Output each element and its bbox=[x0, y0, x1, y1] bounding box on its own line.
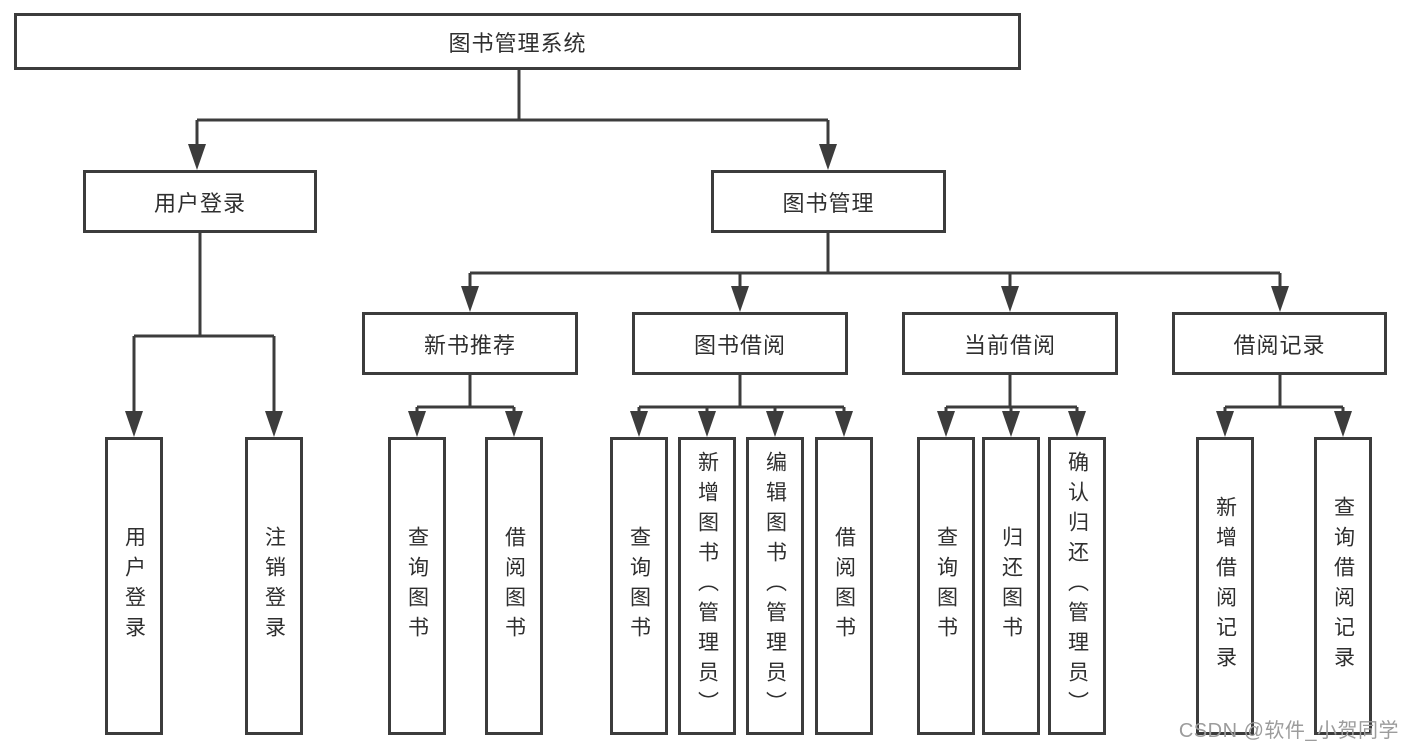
node-book-borrowing: 图书借阅 bbox=[632, 312, 848, 375]
node-label: 查询图书 bbox=[627, 526, 651, 646]
node-user-login: 用户登录 bbox=[83, 170, 317, 233]
node-current-borrowing: 当前借阅 bbox=[902, 312, 1118, 375]
node-label: 用户登录 bbox=[122, 526, 146, 646]
node-new-book-recommend: 新书推荐 bbox=[362, 312, 578, 375]
node-leaf-logout: 注销登录 bbox=[245, 437, 303, 735]
node-leaf-query-books-current: 查询图书 bbox=[917, 437, 975, 735]
branch-lines bbox=[134, 67, 1343, 409]
node-label: 新书推荐 bbox=[423, 332, 516, 358]
node-leaf-add-borrow-record: 新增借阅记录 bbox=[1196, 437, 1254, 735]
node-leaf-return-books: 归还图书 bbox=[982, 437, 1040, 735]
node-label: 用户登录 bbox=[153, 190, 246, 216]
node-label: 归还图书 bbox=[999, 526, 1023, 646]
node-label: 查询图书 bbox=[405, 526, 429, 646]
node-leaf-query-books-recommend: 查询图书 bbox=[388, 437, 446, 735]
node-label: 借阅记录 bbox=[1233, 332, 1326, 358]
csdn-watermark: CSDN @软件_小贺同学 bbox=[1178, 720, 1399, 742]
node-leaf-edit-books-admin: 编辑图书（管理员） bbox=[746, 437, 804, 735]
arrowheads bbox=[125, 120, 1352, 437]
node-label: 注销登录 bbox=[262, 526, 286, 646]
node-label: 借阅图书 bbox=[832, 526, 856, 646]
node-leaf-user-login: 用户登录 bbox=[105, 437, 163, 735]
node-label: 图书管理系统 bbox=[448, 30, 587, 56]
node-leaf-borrow-books: 借阅图书 bbox=[815, 437, 873, 735]
node-book-management: 图书管理 bbox=[711, 170, 946, 233]
node-label: 图书管理 bbox=[782, 190, 875, 216]
node-label: 查询图书 bbox=[934, 526, 958, 646]
node-label: 确认归还（管理员） bbox=[1065, 451, 1089, 721]
node-leaf-query-borrow-record: 查询借阅记录 bbox=[1314, 437, 1372, 735]
node-leaf-query-books-borrow: 查询图书 bbox=[610, 437, 668, 735]
node-leaf-borrow-books-recommend: 借阅图书 bbox=[485, 437, 543, 735]
node-label: 借阅图书 bbox=[502, 526, 526, 646]
node-library-management-system: 图书管理系统 bbox=[14, 13, 1021, 70]
node-borrowing-records: 借阅记录 bbox=[1172, 312, 1387, 375]
node-label: 图书借阅 bbox=[693, 332, 786, 358]
node-label: 新增借阅记录 bbox=[1213, 496, 1237, 676]
node-label: 新增图书（管理员） bbox=[695, 451, 719, 721]
node-label: 当前借阅 bbox=[963, 332, 1056, 358]
node-leaf-add-books-admin: 新增图书（管理员） bbox=[678, 437, 736, 735]
node-label: 查询借阅记录 bbox=[1331, 496, 1355, 676]
node-label: 编辑图书（管理员） bbox=[763, 451, 787, 721]
node-leaf-confirm-return-admin: 确认归还（管理员） bbox=[1048, 437, 1106, 735]
